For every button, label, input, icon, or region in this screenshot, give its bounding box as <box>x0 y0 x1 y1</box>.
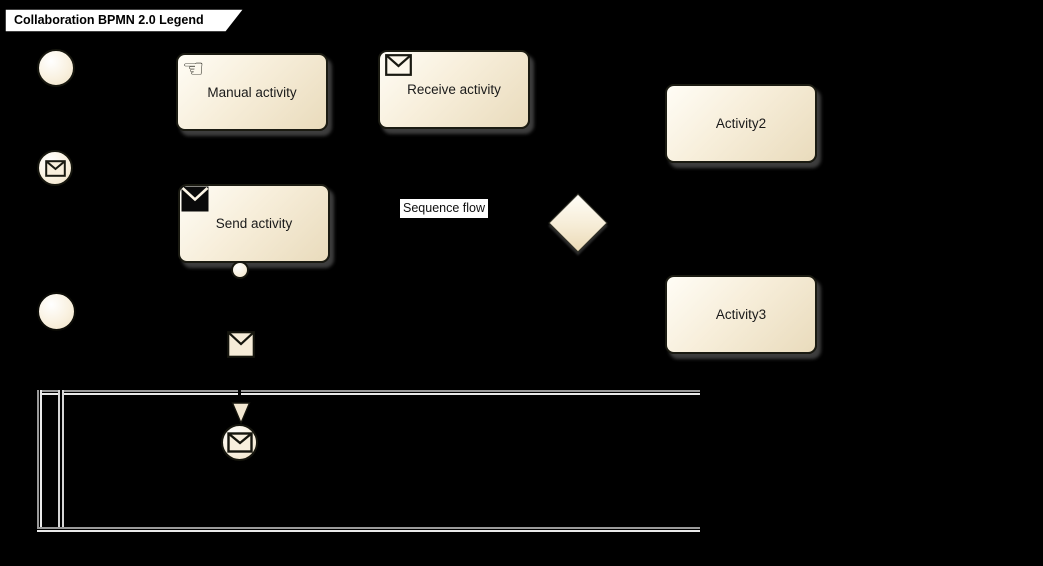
boundary-event-circle[interactable] <box>231 261 249 279</box>
pool-message-event-circle[interactable] <box>221 424 258 461</box>
activity3-label: Activity3 <box>715 307 767 322</box>
manual-hand-icon: ☜ <box>182 55 205 83</box>
activity3-node[interactable]: Activity3 <box>665 275 817 354</box>
pool-header-divider <box>58 390 64 527</box>
gateway-diamond[interactable] <box>548 193 608 253</box>
send-activity-node[interactable]: Send activity <box>178 184 330 263</box>
pool-top-border <box>37 390 700 395</box>
message-envelope-filled-icon <box>181 186 209 212</box>
activity2-label: Activity2 <box>715 116 767 131</box>
receive-activity-node[interactable]: Receive activity <box>378 50 530 129</box>
message-envelope-outline-icon <box>226 432 253 453</box>
send-activity-label: Send activity <box>215 216 293 231</box>
manual-activity-node[interactable]: ☜ Manual activity <box>176 53 328 131</box>
sequence-flow-label[interactable]: Sequence flow <box>400 199 489 218</box>
message-envelope-icon[interactable] <box>227 331 255 358</box>
message-flow-line <box>238 390 241 395</box>
end-event-circle[interactable] <box>37 292 76 331</box>
message-envelope-outline-icon <box>44 159 66 177</box>
pool-left-border <box>37 390 42 527</box>
message-flow-arrowhead-icon <box>231 402 251 425</box>
message-envelope-outline-icon <box>385 54 412 76</box>
diagram-title: Collaboration BPMN 2.0 Legend <box>14 13 204 27</box>
message-event-circle[interactable] <box>37 150 73 186</box>
receive-activity-label: Receive activity <box>407 82 501 97</box>
start-event-circle[interactable] <box>37 49 75 87</box>
activity2-node[interactable]: Activity2 <box>665 84 817 163</box>
diagram-frame-tab <box>4 8 246 33</box>
manual-activity-label: Manual activity <box>207 84 297 100</box>
pool-bottom-border <box>37 527 700 532</box>
